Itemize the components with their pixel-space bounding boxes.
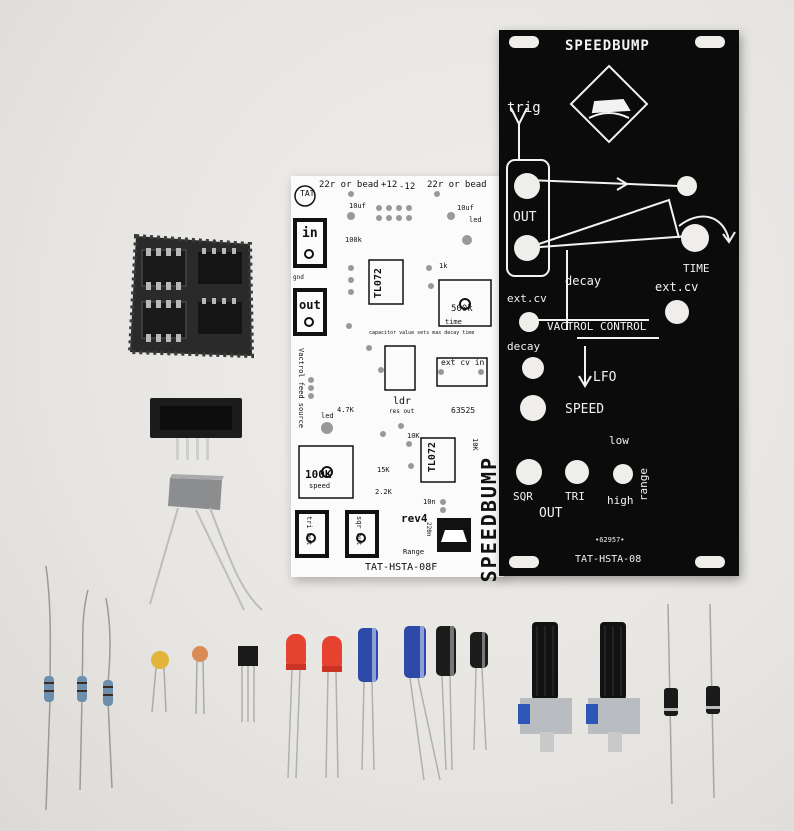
diodes <box>664 603 720 805</box>
pcb-brand-title: SPEEDBUMP <box>477 456 501 583</box>
pcb-label-1k: 1k <box>439 262 448 270</box>
panel-mount-slot <box>695 556 725 568</box>
pcb-label-10uf-left: 10uf <box>349 202 366 210</box>
panel-label-decay: decay <box>565 274 602 288</box>
pcb-label-100k-pot: 100K <box>305 468 332 481</box>
panel-label-vactrol-control: VACTROL CONTROL <box>547 320 647 333</box>
pcb-label-minus12: -12 <box>399 182 416 192</box>
resistor-bodies <box>44 676 113 706</box>
speedbump-sign-icon <box>569 64 649 144</box>
electrolytic-capacitors <box>358 626 488 781</box>
pcb-label-10k-right: 10K <box>471 438 479 451</box>
panel-label-time: TIME <box>683 262 710 275</box>
panel-mount-slot <box>509 36 539 48</box>
pcb-label-ldr: ldr <box>393 396 412 407</box>
panel-mount-slot <box>509 556 539 568</box>
pcb-label-led-mid: led <box>321 412 334 420</box>
pcb-label-out: out <box>299 298 321 312</box>
pcb-label-led-top: led <box>469 216 482 224</box>
panel-title: SPEEDBUMP <box>565 38 650 54</box>
panel-jack-holes <box>514 173 709 485</box>
pcb-label-tl072-a: TL072 <box>373 268 384 299</box>
ceramic-capacitors <box>151 646 208 715</box>
pcb-label-gnd: gnd <box>293 274 304 281</box>
panel-label-tri: TRI <box>565 490 585 503</box>
ic-foam-pad <box>127 233 255 359</box>
pcb-label-top-left: 22r or bead <box>319 180 379 190</box>
pcb-label-10n: 10n <box>423 498 436 506</box>
pcb-label-speed: speed <box>309 482 331 490</box>
pcb-graphics <box>293 185 492 558</box>
pcb-label-serial: 63525 <box>451 406 476 415</box>
circuit-board: TAT 22r or bead +12 -12 22r or bead 10uf… <box>291 176 504 582</box>
pcb-label-10k-left: 10K <box>407 432 420 440</box>
pcb-label-500k: 500k <box>451 304 473 314</box>
pcb-label-rev: rev4 <box>401 512 428 525</box>
vactrol-block <box>149 474 263 611</box>
pcb-label-cap-note: capacitor value sets max decay time <box>369 330 475 336</box>
panel-part-number: TAT-HSTA-08 <box>575 554 642 565</box>
pcb-label-ext-cv-in: ext cv in <box>441 358 485 367</box>
red-leds <box>286 634 342 779</box>
pcb-label-4k7: 4.7K <box>337 406 354 414</box>
pcb-label-100k: 100k <box>345 236 362 244</box>
pcb-label-in: in <box>302 226 318 241</box>
pcb-label-tl072-b: TL072 <box>427 442 438 473</box>
pcb-label-15k: 15K <box>377 466 390 474</box>
pcb-label-220n: 220n <box>425 522 432 537</box>
potentiometers <box>518 622 640 752</box>
pcb-label-vactrol-feed: Vactrol feed source <box>297 348 305 429</box>
pcb-label-time: time <box>445 318 462 326</box>
pcb-label-res-out: res out <box>389 408 415 415</box>
pcb-label-plus12: +12 <box>381 180 398 190</box>
panel-label-decay-2: decay <box>507 340 541 353</box>
pcb-label-2k2: 2.2K <box>375 488 392 496</box>
pcb-label-range: Range <box>403 548 425 556</box>
pcb-label-top-right: 22r or bead <box>427 180 487 190</box>
panel-label-sqr: SQR <box>513 490 533 503</box>
panel-label-ext-cv-left: ext.cv <box>507 292 547 305</box>
panel-label-trig: trig <box>507 100 541 116</box>
panel-label-range: range <box>637 468 650 502</box>
box-header-connector <box>150 398 242 460</box>
panel-serial: •62957• <box>595 536 625 544</box>
panel-label-high: high <box>607 494 634 507</box>
panel-label-low: low <box>609 434 629 447</box>
pcb-part-number: TAT-HSTA-08F <box>365 562 438 573</box>
pcb-label-10uf-right: 10uf <box>457 204 474 212</box>
pcb-label-tri-out: tri out <box>305 516 313 546</box>
panel-label-out-2: OUT <box>539 506 563 521</box>
pcb-label-sqr-out: sqr out <box>355 516 363 546</box>
panel-label-out: OUT <box>513 210 537 225</box>
panel-label-speed: SPEED <box>565 402 605 417</box>
panel-graphics <box>506 64 736 485</box>
pcb-logo: TAT <box>300 189 315 198</box>
front-panel: SPEEDBUMP trig OUT decay TIME ext.cv ext… <box>499 30 739 576</box>
panel-mount-slot <box>695 36 725 48</box>
panel-label-lfo: LFO <box>593 370 617 385</box>
panel-label-ext-cv-right: ext.cv <box>655 280 699 294</box>
transistor <box>238 646 258 722</box>
